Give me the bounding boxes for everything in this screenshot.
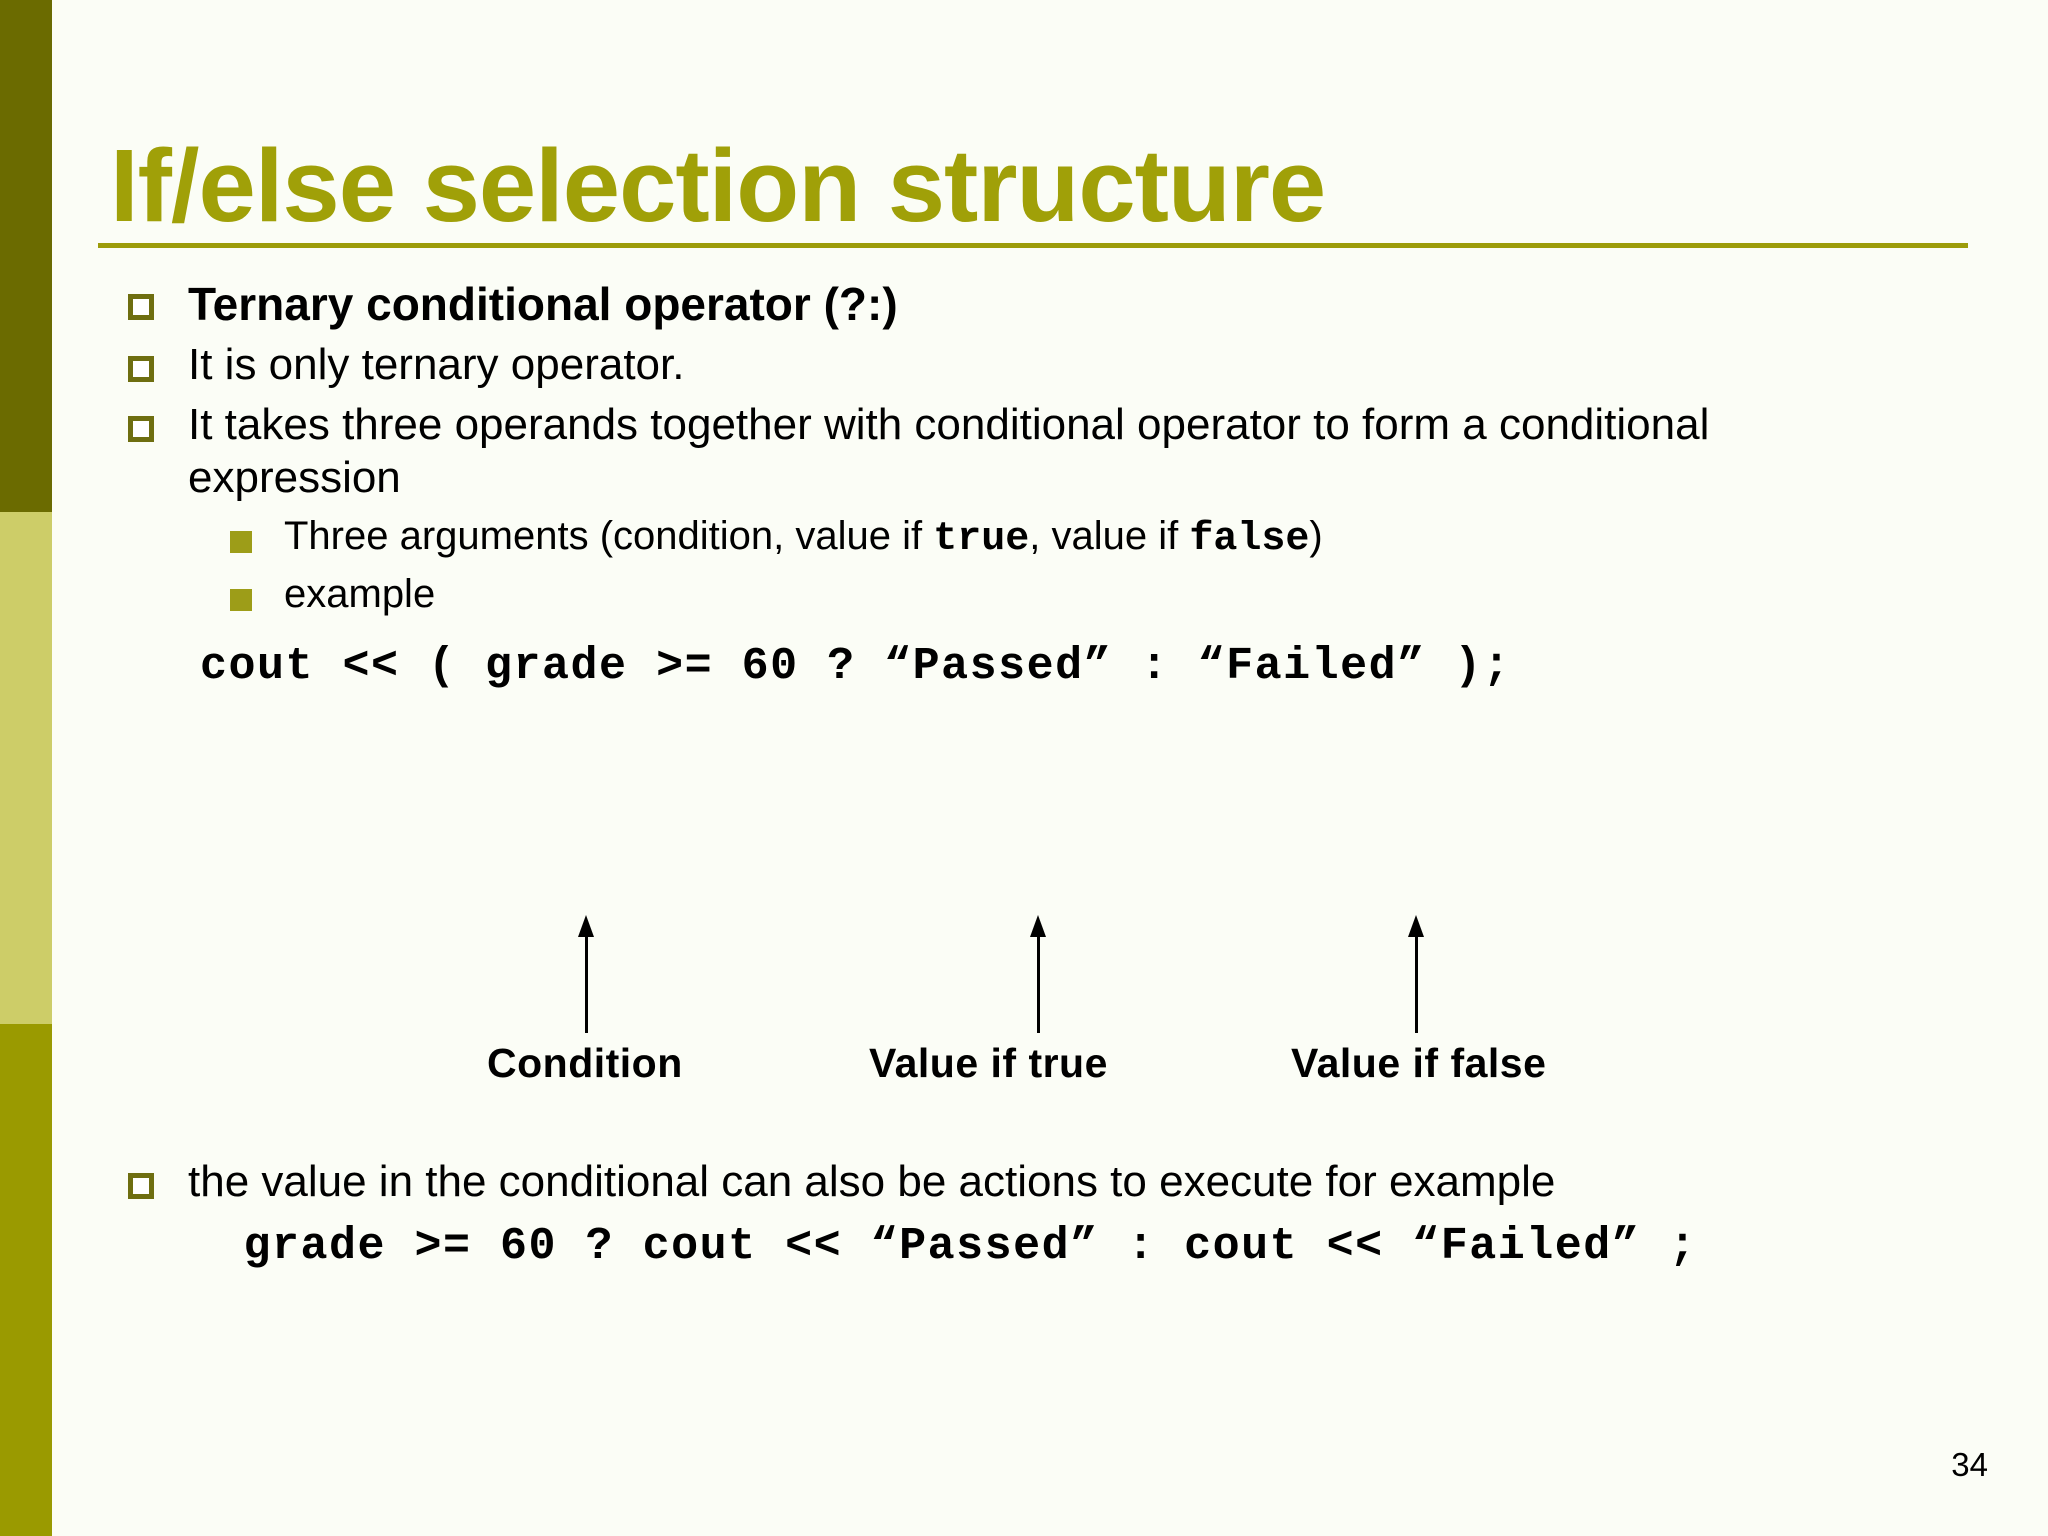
sidebar-decoration [0,0,52,1536]
arrow-shaft [585,931,588,1033]
bullet-text: the value in the conditional can also be… [188,1157,1556,1206]
annotation-label-condition: Condition [487,1040,683,1086]
code-example-ternary: cout << ( grade >= 60 ? “Passed” : “Fail… [200,641,1512,693]
arrow-diagram [0,915,2048,1115]
subbullet-item-example: example [0,569,2048,619]
arrow-head [578,915,594,937]
arrow-head [1408,915,1424,937]
square-bullet-icon [128,415,154,442]
subbullet-text-post: ) [1309,514,1323,559]
subbullet-text-mid: , value if [1029,514,1190,559]
up-arrow-icon-value-if-true [1026,915,1050,1033]
bullet-text: Ternary conditional operator (?:) [188,278,898,330]
slide-body: Ternary conditional operator (?:) It is … [0,276,2048,692]
subbullet-text: example [284,572,436,617]
arrow-shaft [1415,931,1418,1033]
bullet-item-actions-to-execute: the value in the conditional can also be… [0,1155,2048,1209]
title-divider [98,243,1968,248]
subbullet-text-pre: Three arguments (condition, value if [284,514,934,559]
bullet-item-three-operands: It takes three operands together with co… [0,398,2048,505]
sidebar-gutter [52,0,60,1536]
subbullet-text: Three arguments (condition, value if tru… [284,511,1323,565]
bullet-item-ternary-operator: Ternary conditional operator (?:) [0,276,2048,332]
bullet-text: It takes three operands together with co… [188,399,1710,503]
code-keyword-true: true [933,517,1030,563]
square-bullet-icon [128,294,154,320]
up-arrow-icon-value-if-false [1404,915,1428,1033]
sidebar-band-middle [0,512,52,1024]
up-arrow-icon-condition [574,915,598,1033]
bullet-text: It is only ternary operator. [188,340,685,390]
page-title: If/else selection structure [110,128,1326,243]
code-keyword-false: false [1189,517,1310,563]
arrow-shaft [1037,931,1040,1033]
annotation-label-value-if-true: Value if true [869,1040,1108,1086]
subbullet-item-three-arguments: Three arguments (condition, value if tru… [0,511,2048,565]
page-number: 34 [1951,1446,1988,1483]
filled-square-bullet-icon [230,589,252,612]
code-example-actions: grade >= 60 ? cout << “Passed” : cout <<… [215,1220,1698,1272]
sidebar-band-top [0,0,52,512]
filled-square-bullet-icon [230,531,252,554]
square-bullet-icon [128,1173,154,1199]
slide-body-lower: the value in the conditional can also be… [0,1155,2048,1272]
bullet-item-only-ternary: It is only ternary operator. [0,338,2048,392]
square-bullet-icon [128,356,154,383]
annotation-label-value-if-false: Value if false [1291,1040,1547,1086]
sidebar-band-bottom [0,1024,52,1536]
arrow-head [1030,915,1046,937]
